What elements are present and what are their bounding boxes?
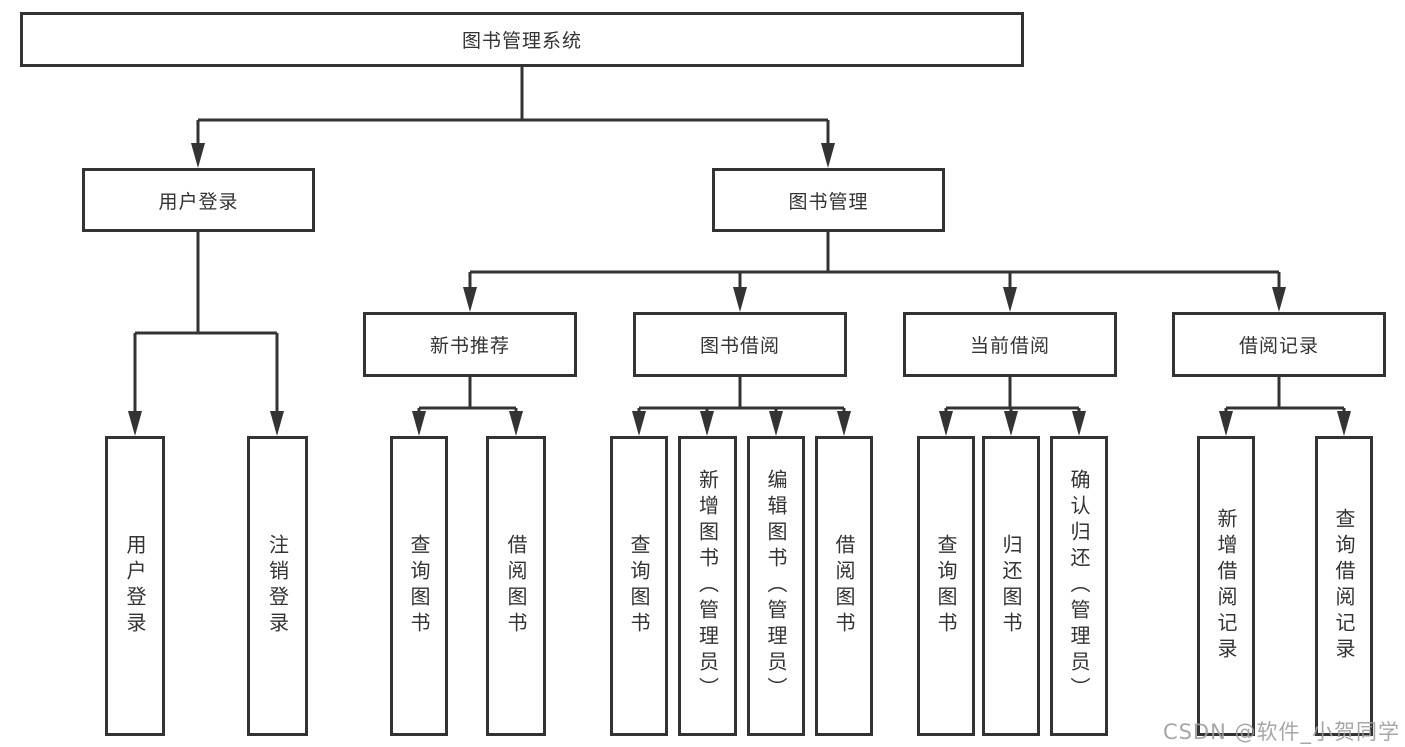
leaf-return-books: 归还图书 [982,436,1040,736]
node-label: 借阅记录 [1238,335,1319,357]
node-label: 图书借阅 [699,335,780,357]
leaf-label: 注销登录 [265,534,290,638]
leaf-edit-book-admin: 编辑图书（管理员） [747,436,805,736]
leaf-add-book-admin: 新增图书（管理员） [678,436,737,736]
leaf-query-borrow-record: 查询借阅记录 [1315,436,1373,736]
node-borrowing-records: 借阅记录 [1172,312,1386,377]
csdn-watermark: CSDN @软件_小贺同学 [1162,720,1400,744]
leaf-label: 查询图书 [627,534,651,638]
leaf-label: 查询借阅记录 [1332,508,1356,664]
leaf-confirm-return-admin: 确认归还（管理员） [1050,436,1108,736]
node-label: 用户登录 [158,190,239,213]
node-user-login: 用户登录 [82,168,315,232]
leaf-borrow-books-borrowing: 借阅图书 [815,436,873,736]
leaf-query-books-recommend: 查询图书 [390,436,448,736]
node-book-management: 图书管理 [712,168,945,232]
node-book-borrowing: 图书借阅 [633,312,847,377]
leaf-label: 新增图书（管理员） [695,469,720,703]
node-label: 图书管理系统 [461,30,582,52]
leaf-label: 借阅图书 [504,534,528,638]
leaf-label: 借阅图书 [832,534,856,638]
leaf-label: 用户登录 [123,534,147,638]
leaf-label: 编辑图书（管理员） [764,469,788,703]
node-current-borrowing: 当前借阅 [903,312,1117,377]
node-label: 新书推荐 [429,335,510,357]
node-new-book-recommend: 新书推荐 [363,312,577,377]
leaf-label: 查询图书 [934,534,958,638]
leaf-logout: 注销登录 [247,436,308,736]
leaf-add-borrow-record: 新增借阅记录 [1197,436,1255,736]
node-label: 当前借阅 [969,335,1050,357]
node-label: 图书管理 [788,190,869,213]
leaf-label: 归还图书 [999,534,1023,638]
leaf-label: 确认归还（管理员） [1067,469,1091,703]
leaf-label: 查询图书 [407,534,431,638]
leaf-user-login: 用户登录 [105,436,165,736]
leaf-query-books-current: 查询图书 [917,436,975,736]
leaf-query-books-borrowing: 查询图书 [610,436,668,736]
leaf-label: 新增借阅记录 [1214,508,1238,664]
node-library-management-system: 图书管理系统 [20,12,1024,67]
leaf-borrow-books-recommend: 借阅图书 [486,436,546,736]
